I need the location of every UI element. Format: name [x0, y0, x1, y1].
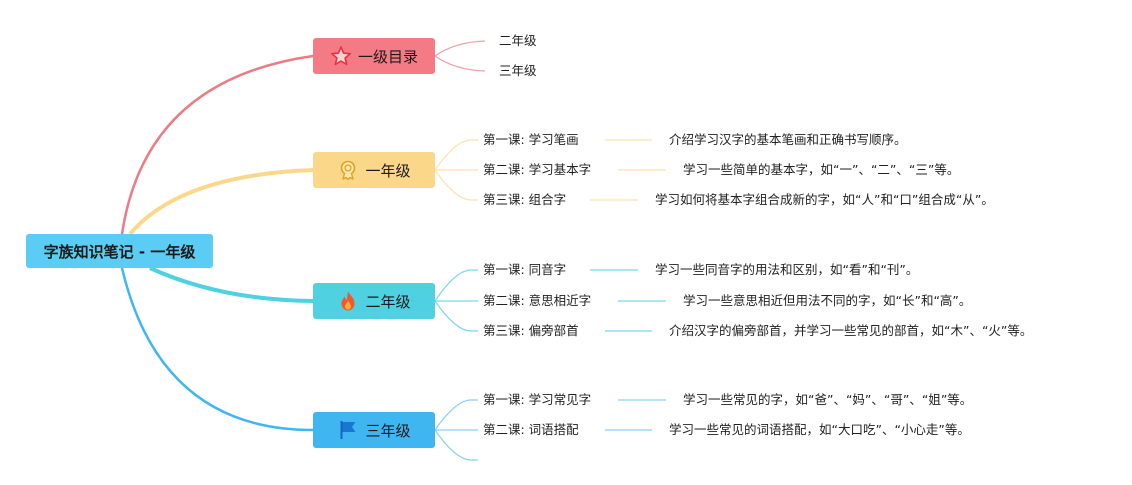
medal-icon [337, 159, 359, 181]
flag-icon [337, 419, 359, 441]
root-label: 字族知识笔记 - 一年级 [43, 242, 196, 261]
branch2-child-label-2[interactable]: 第三课: 偏旁部首 [483, 323, 579, 338]
branch2-child-link-0 [434, 269, 478, 302]
branch3-child-label-0[interactable]: 第一课: 学习常见字 [483, 392, 592, 407]
root-branch-link-1 [128, 168, 314, 236]
branch3-child-label-1[interactable]: 第二课: 词语搭配 [483, 422, 579, 437]
branch3-child-link-0 [434, 399, 478, 431]
branch2-child-desc-2[interactable]: 介绍汉字的偏旁部首，并学习一些常见的部首，如“木”、“火”等。 [669, 323, 1033, 338]
branch2-child-label-1[interactable]: 第二课: 意思相近字 [483, 293, 592, 308]
branch0-child-link-0 [434, 40, 486, 57]
branch2-child-link-2 [434, 300, 478, 332]
branch0-child-label-0[interactable]: 二年级 [499, 33, 537, 48]
branch-label-2: 二年级 [365, 292, 411, 311]
branch2-child-label-0[interactable]: 第一课: 同音字 [483, 262, 567, 277]
branch-label-1: 一年级 [365, 161, 411, 180]
branch-node-0[interactable]: 一级目录 [313, 38, 435, 74]
branch1-child-label-2[interactable]: 第三课: 组合字 [483, 192, 567, 207]
root-branch-link-0 [120, 54, 314, 235]
branch1-child-link-0 [434, 139, 478, 171]
branch1-child-link-2 [434, 169, 478, 201]
branch1-child-label-0[interactable]: 第一课: 学习笔画 [483, 132, 579, 147]
branch-label-3: 三年级 [365, 421, 411, 440]
branch-node-2[interactable]: 二年级 [313, 283, 435, 319]
branch2-child-desc-1[interactable]: 学习一些意思相近但用法不同的字，如“长”和“高”。 [683, 293, 972, 308]
branch0-child-link-1 [434, 55, 486, 72]
branch3-child-link-2 [434, 429, 478, 461]
branch1-child-desc-2[interactable]: 学习如何将基本字组合成新的字，如“人”和“口”组合成“从”。 [655, 192, 994, 207]
star-icon [330, 45, 352, 67]
branch1-child-desc-1[interactable]: 学习一些简单的基本字，如“一”、“二”、“三”等。 [683, 162, 960, 177]
branch1-child-label-1[interactable]: 第二课: 学习基本字 [483, 162, 592, 177]
branch-label-0: 一级目录 [357, 47, 418, 66]
branch2-child-desc-0[interactable]: 学习一些同音字的用法和区别，如“看”和“刊”。 [655, 262, 919, 277]
branch1-child-desc-0[interactable]: 介绍学习汉字的基本笔画和正确书写顺序。 [669, 132, 907, 147]
fire-icon [337, 290, 359, 312]
root-node[interactable]: 字族知识笔记 - 一年级 [26, 234, 213, 268]
root-branch-link-2 [149, 266, 314, 303]
root-branch-link-3 [120, 267, 314, 432]
branch-node-3[interactable]: 三年级 [313, 412, 435, 448]
branch3-child-desc-0[interactable]: 学习一些常见的字，如“爸”、“妈”、“哥”、“姐”等。 [683, 392, 973, 407]
branch-node-1[interactable]: 一年级 [313, 152, 435, 188]
branch3-child-desc-1[interactable]: 学习一些常见的词语搭配，如“大口吃”、“小心走”等。 [669, 422, 970, 437]
branch0-child-label-1[interactable]: 三年级 [499, 63, 537, 78]
